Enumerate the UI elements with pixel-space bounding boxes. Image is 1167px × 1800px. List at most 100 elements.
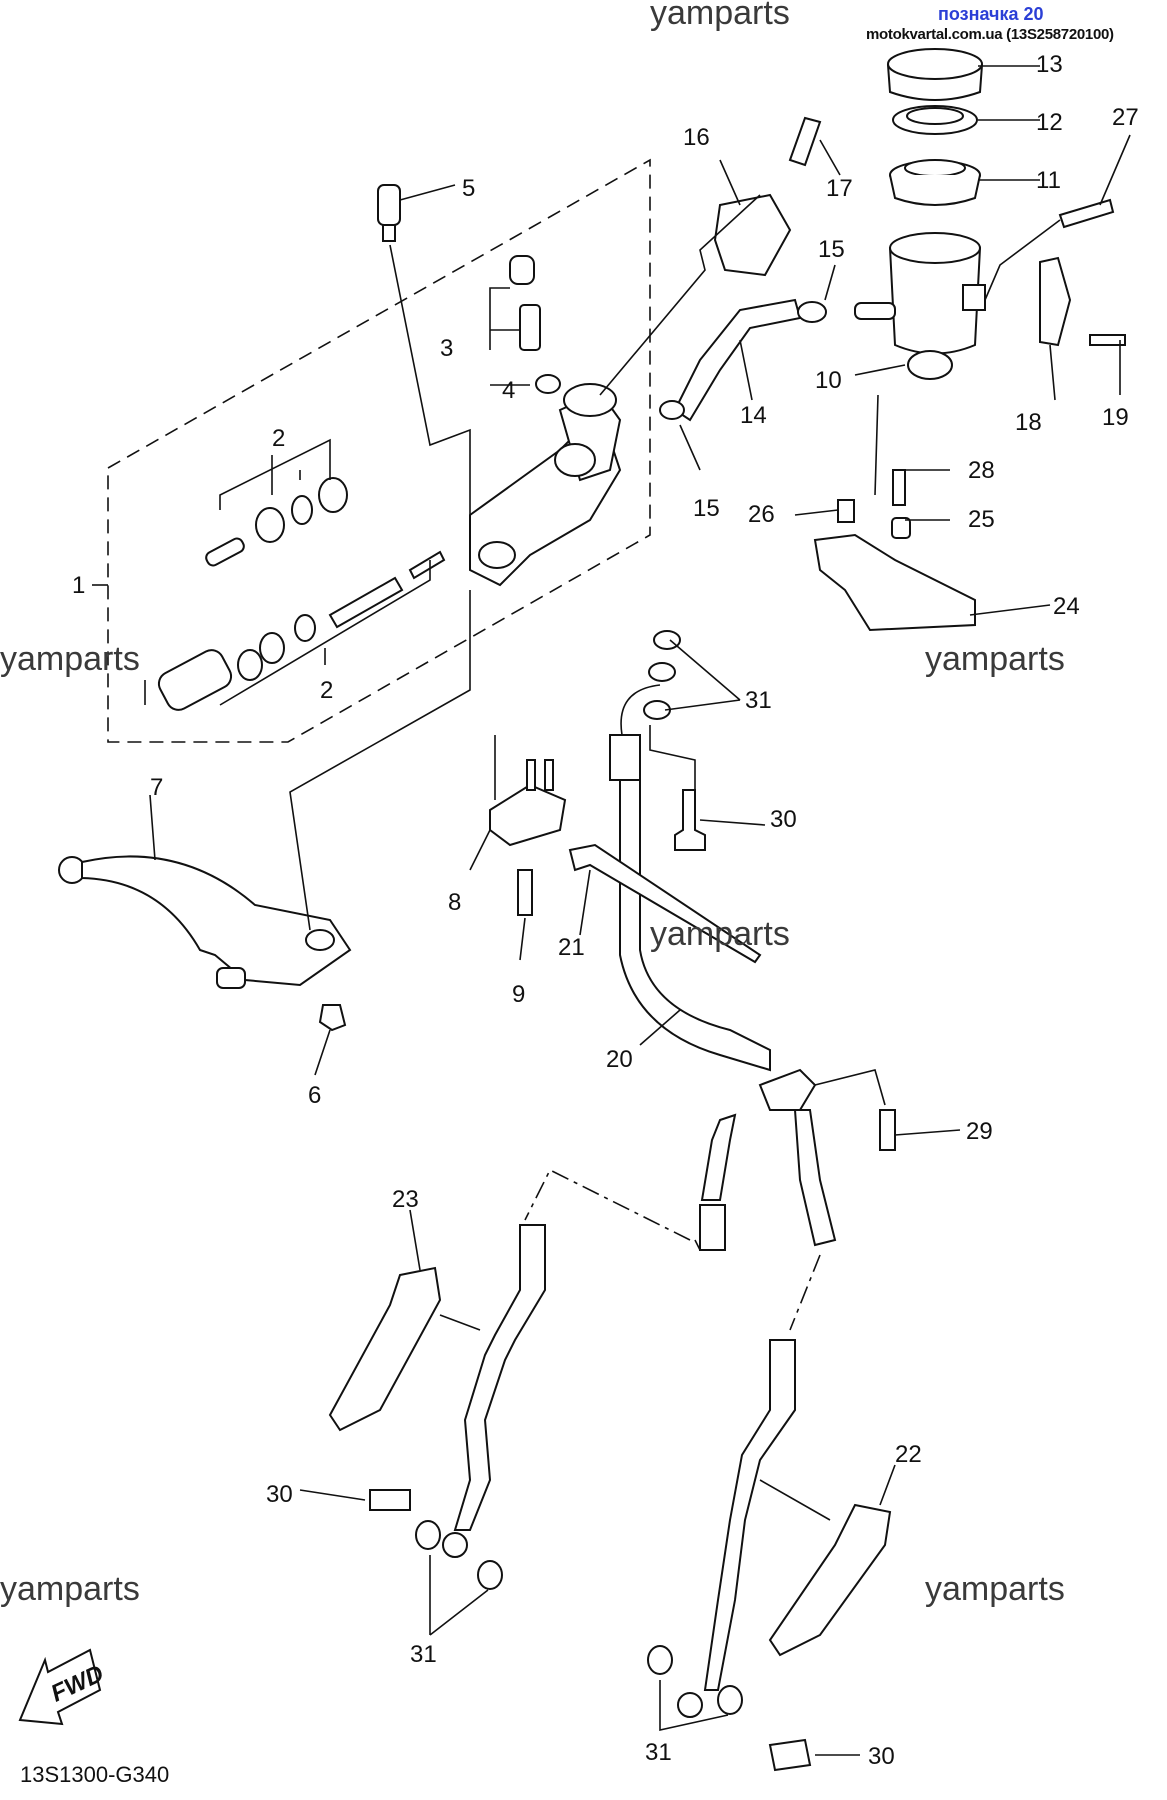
leader-3 (489, 287, 530, 386)
joint-bolt (879, 1109, 896, 1151)
hose-banjo (677, 1692, 703, 1718)
reservoir-hose (673, 298, 802, 422)
washer (477, 1560, 503, 1590)
leader-14-15 (679, 264, 836, 471)
callout-31: 31 (645, 1739, 672, 1766)
brake-lever (58, 855, 352, 989)
leader-10to13 (854, 65, 1040, 376)
callout-17: 17 (826, 175, 853, 202)
callout-5: 5 (462, 175, 475, 202)
callout-13: 13 (1036, 51, 1063, 78)
callout-31: 31 (745, 687, 772, 714)
callout-15: 15 (818, 236, 845, 263)
leader-21 (579, 869, 591, 936)
leader-30-31 (649, 639, 766, 826)
callout-15: 15 (693, 495, 720, 522)
leader-2b (144, 560, 431, 706)
upper-brake-hose (619, 779, 771, 1072)
collar (891, 517, 911, 539)
leader-20 (639, 1009, 681, 1046)
right-caliper-hose (703, 1339, 796, 1691)
holder-bolt (788, 116, 822, 167)
callout-30: 30 (266, 1481, 293, 1508)
leader-22-23 (409, 1209, 896, 1521)
piston-assembly (157, 477, 446, 711)
bracket-bolt (1089, 334, 1126, 346)
header-label: позначка 20 (938, 4, 1044, 24)
master-cylinder-body (469, 383, 622, 587)
diagram-code: 13S1300-G340 (20, 1762, 169, 1787)
fwd-arrow-icon: FWD (18, 1648, 108, 1726)
watermark: yamparts (650, 915, 790, 953)
leader-18-19-27 (984, 134, 1131, 401)
lower-union-bolt-left (369, 1489, 411, 1511)
callout-4: 4 (502, 377, 515, 404)
callout-26: 26 (748, 501, 775, 528)
callout-10: 10 (815, 367, 842, 394)
leader-6-7 (149, 590, 471, 1076)
stay-26 (837, 499, 855, 523)
washer (648, 662, 676, 682)
hose-fitting (620, 684, 661, 736)
right-hose-upper (793, 1109, 837, 1247)
watermark: yamparts (925, 640, 1065, 678)
hose-link (524, 1168, 821, 1331)
leader-2a (219, 438, 331, 510)
callout-29: 29 (966, 1118, 993, 1145)
hose-banjo (442, 1532, 468, 1558)
leader-29 (814, 1069, 961, 1136)
callout-1: 1 (72, 572, 85, 599)
reservoir-tank (854, 232, 986, 380)
callout-27: 27 (1112, 104, 1139, 131)
callout-31: 31 (410, 1641, 437, 1668)
reservoir-bracket (1039, 256, 1072, 347)
bracket-screw (1058, 198, 1115, 229)
callout-30: 30 (868, 1743, 895, 1770)
leader-5 (399, 184, 456, 201)
left-hose-upper (700, 1113, 737, 1201)
hose-clamp (659, 400, 685, 420)
pivot-bolt (377, 184, 401, 242)
callout-30: 30 (770, 806, 797, 833)
callout-12: 12 (1036, 109, 1063, 136)
leader-24-28 (794, 394, 1051, 616)
washer (415, 1520, 441, 1550)
callout-22: 22 (895, 1441, 922, 1468)
left-caliper-hose (453, 1224, 546, 1531)
lower-union-bolt-right (768, 1738, 812, 1772)
callout-28: 28 (968, 457, 995, 484)
upper-hose-end (609, 734, 641, 781)
master-cylinder-holder (713, 193, 792, 277)
callout-25: 25 (968, 506, 995, 533)
callout-19: 19 (1102, 404, 1129, 431)
callout-23: 23 (392, 1186, 419, 1213)
callout-2: 2 (320, 677, 333, 704)
callout-3: 3 (440, 335, 453, 362)
washer (647, 1645, 673, 1675)
callout-14: 14 (740, 402, 767, 429)
callout-9: 9 (512, 981, 525, 1008)
lever-nut (318, 1004, 347, 1032)
leader-8-9 (469, 735, 526, 961)
union-bolt (674, 789, 706, 851)
watermark: yamparts (650, 0, 790, 32)
reservoir-cap (886, 48, 984, 101)
callout-20: 20 (606, 1046, 633, 1073)
reservoir-diaphragm (889, 159, 981, 206)
bracket-screw-28 (892, 469, 906, 506)
watermark: yamparts (0, 1570, 140, 1608)
kit-outline (107, 158, 651, 743)
callout-21: 21 (558, 934, 585, 961)
callout-11: 11 (1036, 167, 1061, 194)
switch-screw (517, 869, 533, 916)
leader-lower (299, 1489, 860, 1756)
callout-8: 8 (448, 889, 461, 916)
bleeder-screw (509, 255, 561, 394)
watermark: yamparts (0, 640, 140, 678)
leader-16-17 (599, 139, 841, 396)
callout-18: 18 (1015, 409, 1042, 436)
leader-5b (389, 244, 471, 520)
hose-guide-left (328, 1266, 442, 1432)
hose-clamp (797, 301, 827, 323)
